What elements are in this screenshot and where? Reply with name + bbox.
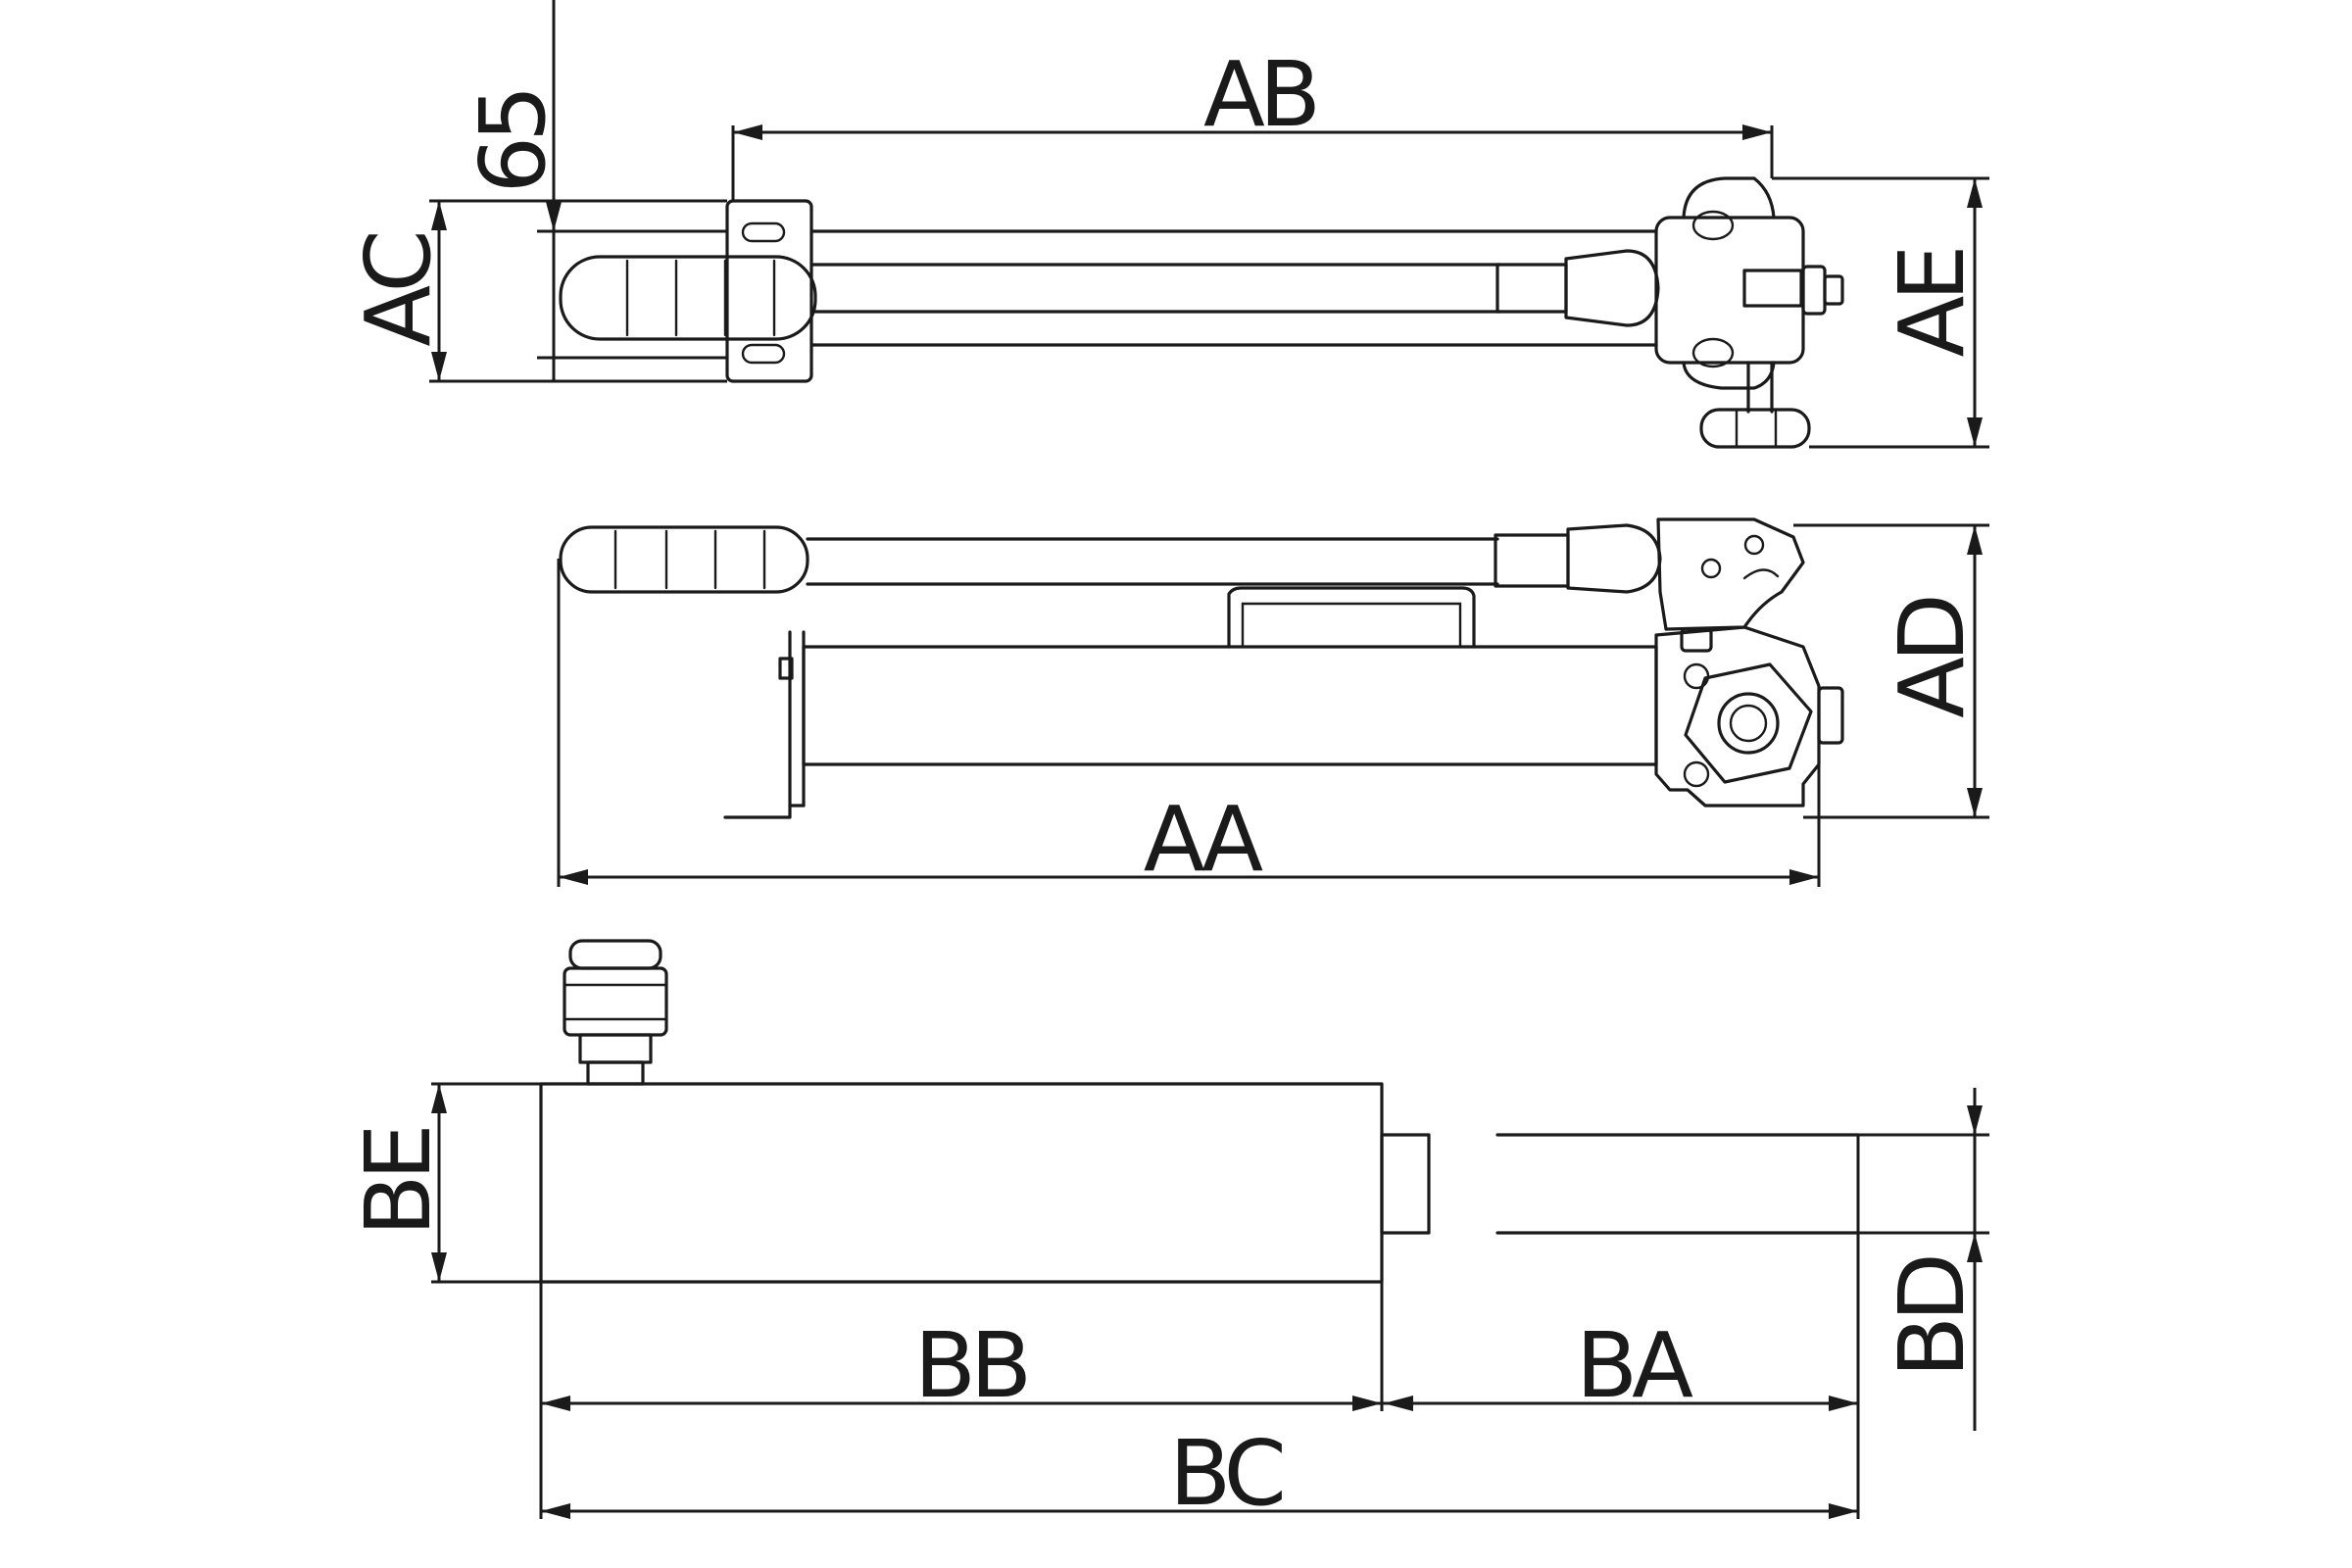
top-release-knob — [1699, 408, 1811, 449]
top-pump-head — [1654, 216, 1805, 365]
side-release-valve — [1684, 662, 1813, 784]
label-ba: BA — [1576, 1313, 1693, 1418]
dimension-be: BE — [346, 1082, 541, 1284]
dimension-ba: BA — [1382, 1135, 1860, 1519]
dimension-ae: AE — [1772, 176, 1989, 449]
dimension-ab: AB — [731, 42, 1774, 201]
side-reservoir-tank — [802, 645, 1658, 766]
label-ac: AC — [346, 233, 451, 346]
label-bb: BB — [914, 1313, 1026, 1418]
top-mounting-plate — [725, 199, 813, 383]
label-bd: BD — [1880, 1257, 1984, 1378]
cylinder-body — [539, 1082, 1384, 1284]
label-ae: AE — [1880, 250, 1984, 358]
side-view — [559, 517, 1844, 819]
label-be: BE — [346, 1129, 451, 1237]
top-handle-grip — [559, 255, 817, 341]
dimension-ac: AC — [346, 199, 727, 383]
cylinder-view — [539, 939, 1860, 1284]
side-lever-head — [1656, 517, 1805, 631]
dimension-bb: BB — [539, 1282, 1384, 1519]
dimension-bd: BD — [1858, 1088, 1989, 1431]
dimension-aa: AA — [557, 559, 1821, 892]
label-ad: AD — [1880, 598, 1984, 718]
dimension-bc: BC — [541, 1421, 1858, 1526]
side-handle-grip — [559, 525, 809, 594]
label-ab: AB — [1203, 42, 1315, 147]
label-bc: BC — [1169, 1421, 1282, 1526]
cylinder-plunger — [1380, 1133, 1431, 1235]
side-pump-head — [1654, 625, 1821, 808]
top-lever-socket — [1495, 263, 1568, 314]
top-view — [559, 176, 1844, 449]
dimension-ad: AD — [1793, 523, 1989, 819]
cylinder-coupler — [568, 939, 662, 970]
dimension-65: 65 — [461, 0, 727, 382]
label-65: 65 — [461, 90, 565, 193]
side-carry-handle — [1227, 586, 1476, 649]
label-aa: AA — [1144, 787, 1263, 892]
